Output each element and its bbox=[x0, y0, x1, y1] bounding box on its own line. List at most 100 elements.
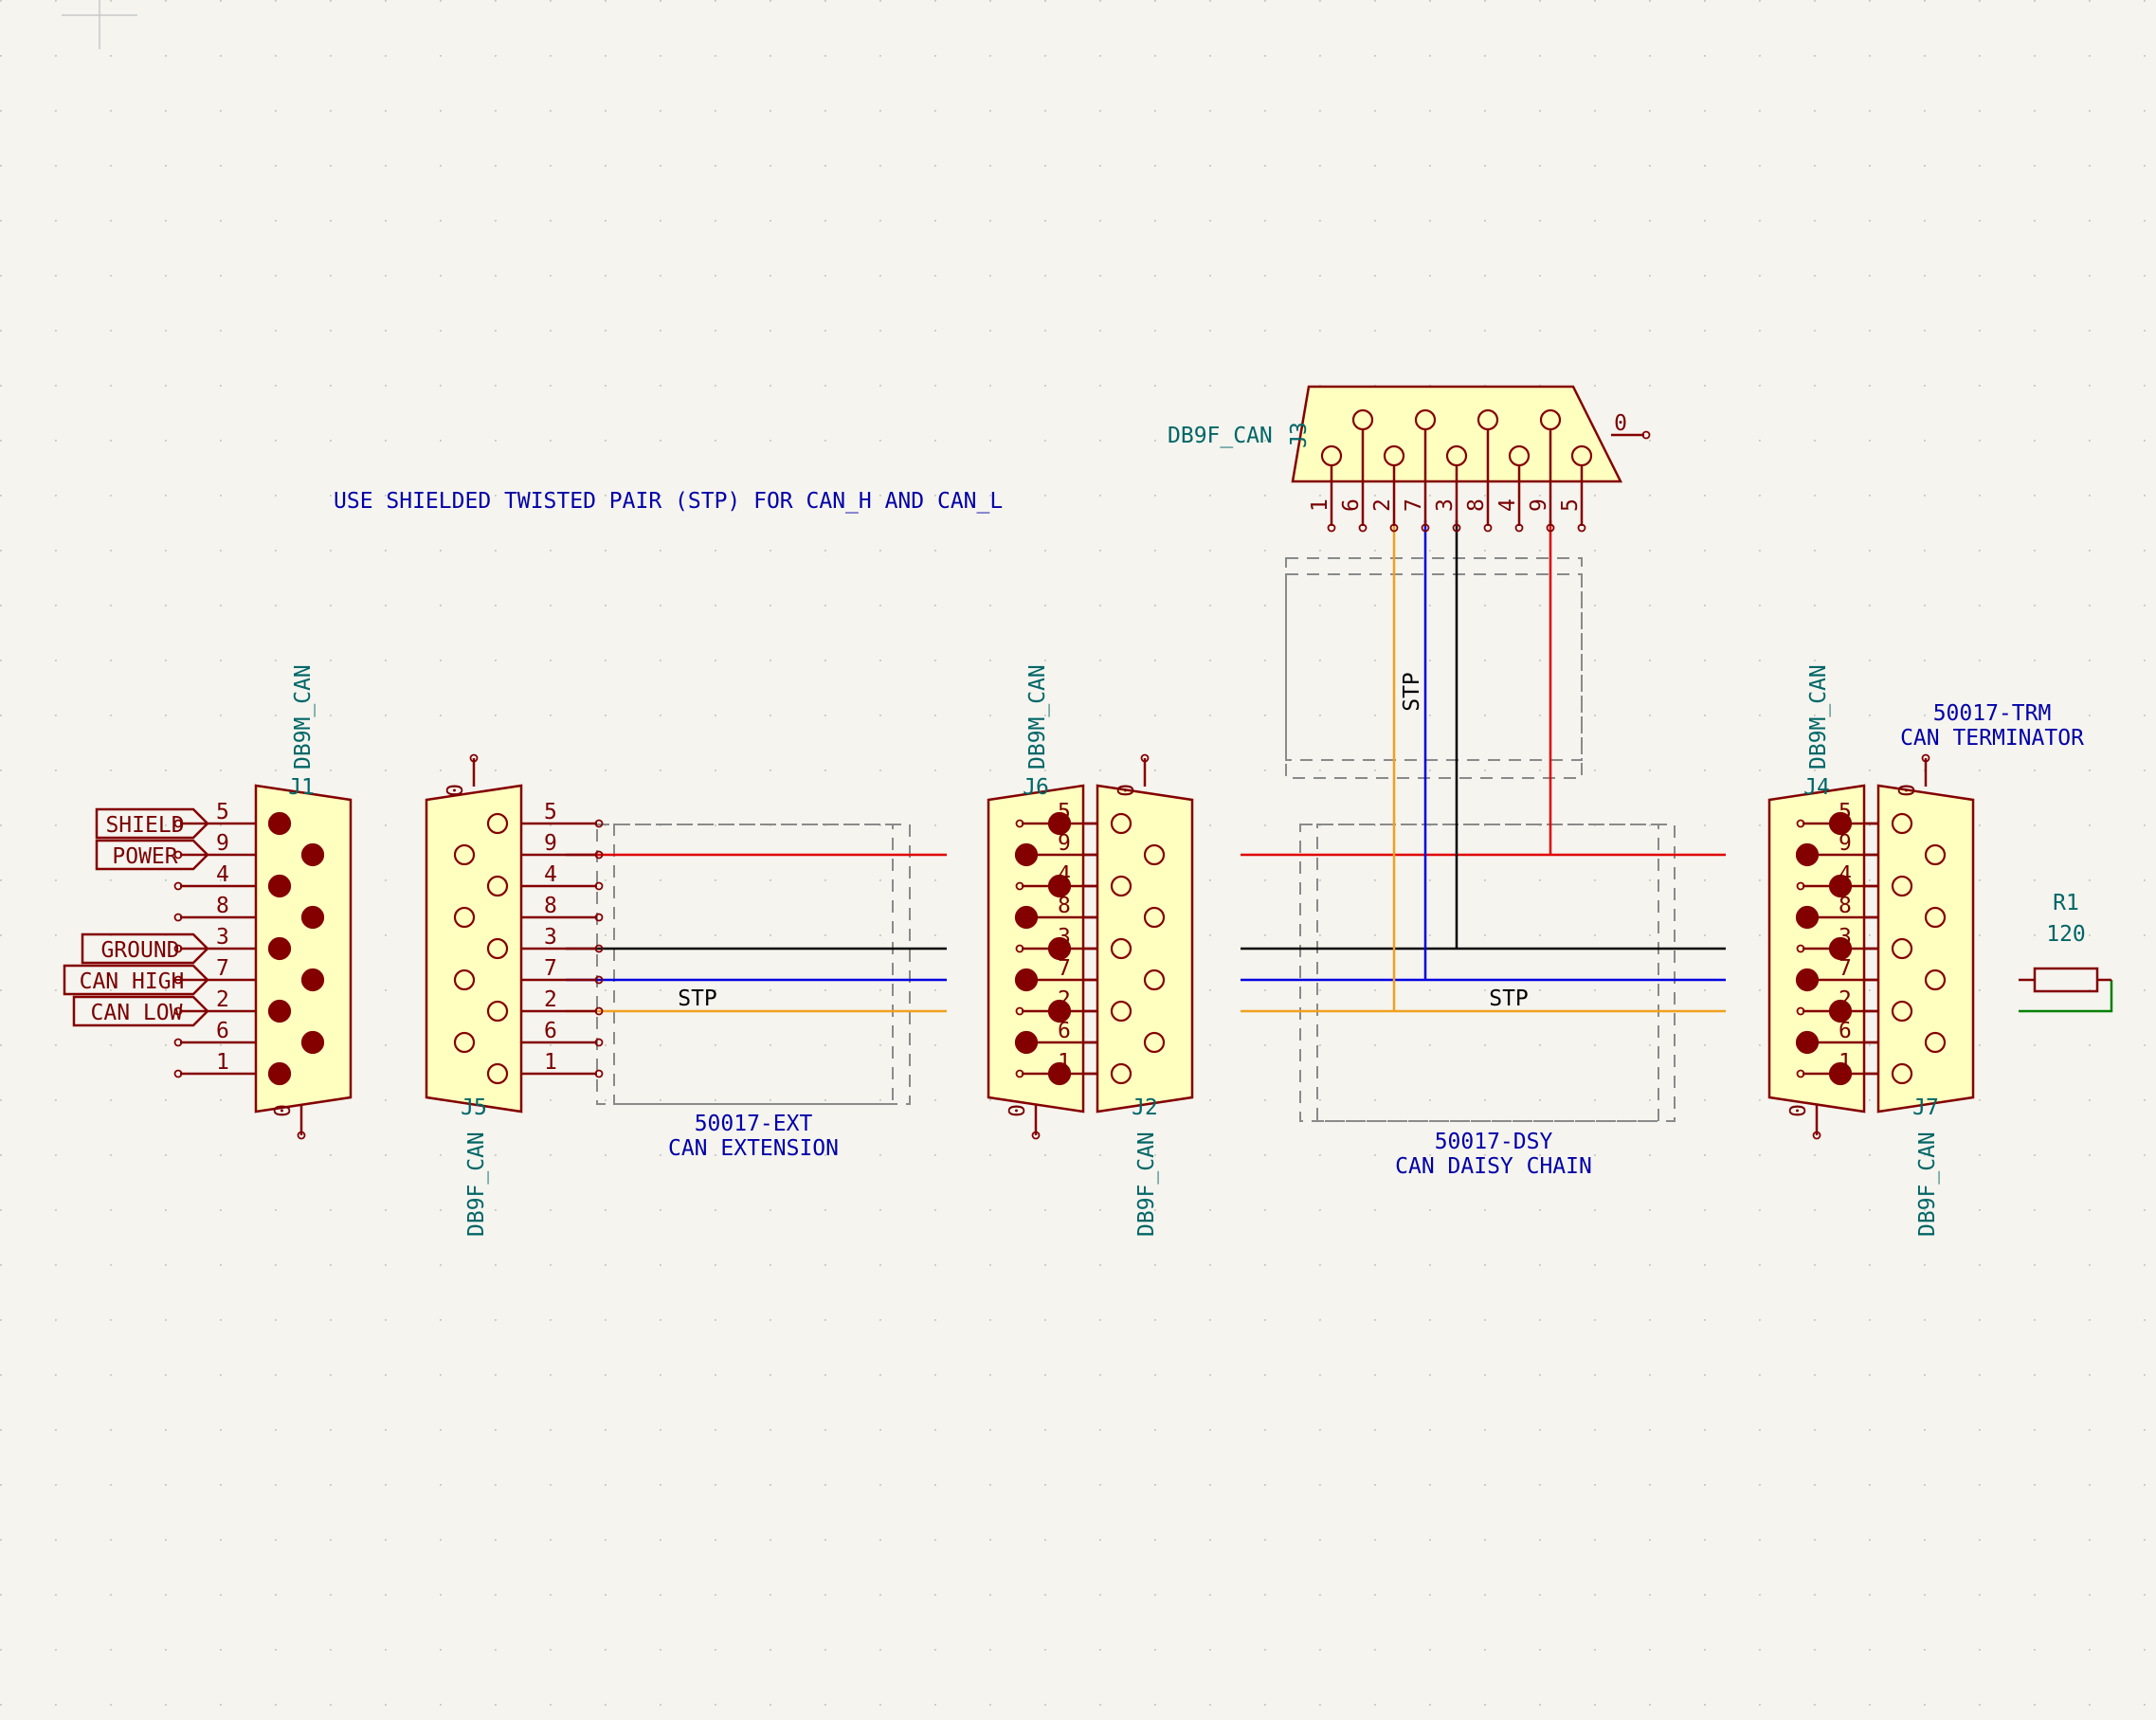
pin-endpoint bbox=[1015, 850, 1024, 860]
assembly-labels: 50017-EXT CAN EXTENSION 50017-DSY CAN DA… bbox=[668, 701, 2084, 1179]
dsy-cable-box-inner bbox=[1316, 824, 1659, 1122]
pin-contact bbox=[1891, 1000, 1913, 1023]
pin-number: 2 bbox=[216, 987, 229, 1012]
connector-ref: J5 bbox=[461, 1095, 487, 1120]
pin-contact bbox=[1110, 875, 1132, 897]
pin-number: 4 bbox=[544, 862, 557, 887]
pin-number: 6 bbox=[544, 1019, 557, 1043]
pin-contact bbox=[1143, 1031, 1166, 1054]
pin-endpoint bbox=[173, 1038, 183, 1047]
ext-cable-box-outer bbox=[596, 824, 911, 1105]
ext-assembly-name: CAN EXTENSION bbox=[668, 1136, 839, 1161]
connector-ref: J3 bbox=[1287, 422, 1312, 448]
connector-ref: J1 bbox=[288, 775, 315, 800]
pin-contact bbox=[486, 875, 509, 897]
resistor-value: 120 bbox=[2046, 922, 2086, 947]
pin-contact bbox=[1924, 969, 1947, 991]
pin-endpoint bbox=[173, 944, 183, 953]
global-label-power: POWER bbox=[95, 839, 209, 871]
pin-number: 8 bbox=[544, 894, 557, 918]
pin-endpoint bbox=[1796, 819, 1805, 828]
pin-number: 2 bbox=[1839, 987, 1852, 1012]
connector-value: DB9M_CAN bbox=[1806, 664, 1831, 769]
pin-number: 5 bbox=[544, 800, 557, 824]
pin-endpoint bbox=[1796, 881, 1805, 891]
pin-contact bbox=[267, 999, 292, 1023]
global-label-text: CAN LOW bbox=[91, 1001, 183, 1025]
pin-endpoint bbox=[594, 819, 604, 828]
pin-endpoint bbox=[1015, 881, 1024, 891]
pin-number: 4 bbox=[1495, 498, 1520, 512]
pin-endpoint bbox=[173, 913, 183, 922]
pin-number: 6 bbox=[1839, 1019, 1852, 1043]
trm-assembly-name: CAN TERMINATOR bbox=[1900, 726, 2084, 751]
pin-number: 7 bbox=[1839, 956, 1852, 981]
pin-endpoint bbox=[1358, 523, 1368, 533]
pin-number: 5 bbox=[1558, 498, 1583, 512]
pin-contact bbox=[1143, 969, 1166, 991]
pin-endpoint bbox=[173, 975, 183, 985]
pin-contact bbox=[300, 968, 325, 992]
pin-endpoint bbox=[594, 944, 604, 953]
shell-pin-number: 0 bbox=[271, 1104, 296, 1117]
pin-endpoint bbox=[1641, 430, 1651, 440]
pin-number: 1 bbox=[1839, 1050, 1852, 1075]
pin-endpoint bbox=[1015, 1038, 1024, 1047]
pin-contact bbox=[486, 1000, 509, 1023]
pin-contact bbox=[1143, 843, 1166, 866]
pin-contact bbox=[1110, 1000, 1132, 1023]
pin-number: 2 bbox=[1370, 498, 1395, 512]
pin-contact bbox=[1508, 444, 1531, 467]
pin-contact bbox=[1445, 444, 1468, 467]
pin-endpoint bbox=[594, 1006, 604, 1016]
connector-value: DB9M_CAN bbox=[1025, 664, 1050, 769]
pin-endpoint bbox=[594, 1038, 604, 1047]
pin-contact bbox=[1143, 906, 1166, 929]
pin-contact bbox=[1110, 937, 1132, 960]
global-label-text: GROUND bbox=[100, 938, 179, 963]
dsy-part-number: 50017-DSY bbox=[1435, 1130, 1553, 1154]
pin-endpoint bbox=[173, 1069, 183, 1078]
shell-pin-number: 0 bbox=[1895, 784, 1920, 797]
stp-label-dsy: STP bbox=[1489, 987, 1529, 1011]
pin-endpoint bbox=[1812, 1131, 1821, 1140]
global-label-ground: GROUND bbox=[81, 932, 209, 965]
pin-contact bbox=[1110, 812, 1132, 835]
global-label-shield: SHIELD bbox=[95, 807, 209, 840]
pin-number: 1 bbox=[1058, 1050, 1071, 1075]
pin-contact bbox=[486, 812, 509, 835]
pin-endpoint bbox=[594, 881, 604, 891]
pin-endpoint bbox=[1796, 850, 1805, 860]
pin-contact bbox=[1110, 1062, 1132, 1085]
pin-number: 9 bbox=[1058, 831, 1071, 856]
pin-number: 1 bbox=[1308, 498, 1332, 512]
db9-female-connector-symbol-icon bbox=[1876, 784, 1975, 1113]
pin-endpoint bbox=[173, 1006, 183, 1016]
pin-number: 7 bbox=[1058, 956, 1071, 981]
pin-endpoint bbox=[297, 1131, 306, 1140]
db9-female-connector-symbol-icon bbox=[425, 784, 523, 1113]
stp-labels: STP STP STP bbox=[678, 672, 1529, 1011]
pin-contact bbox=[267, 936, 292, 961]
pin-contact bbox=[1924, 906, 1947, 929]
pin-number: 4 bbox=[1058, 862, 1071, 887]
pin-contact bbox=[486, 1062, 509, 1085]
connector-value: DB9F_CAN bbox=[464, 1132, 489, 1237]
pin-endpoint bbox=[1514, 523, 1524, 533]
pin-endpoint bbox=[1015, 944, 1024, 953]
pin-contact bbox=[453, 906, 476, 929]
pin-contact bbox=[1891, 875, 1913, 897]
pin-number: 8 bbox=[1058, 894, 1071, 918]
pin-endpoint bbox=[594, 975, 604, 985]
pin-endpoint bbox=[1796, 1038, 1805, 1047]
pin-contact bbox=[267, 811, 292, 836]
global-label-can-low: CAN LOW bbox=[72, 995, 209, 1027]
pin-endpoint bbox=[173, 881, 183, 891]
pin-number: 4 bbox=[1839, 862, 1852, 887]
pin-number: 9 bbox=[1527, 498, 1551, 512]
pin-contact bbox=[1351, 408, 1374, 431]
pin-contact bbox=[1570, 444, 1593, 467]
